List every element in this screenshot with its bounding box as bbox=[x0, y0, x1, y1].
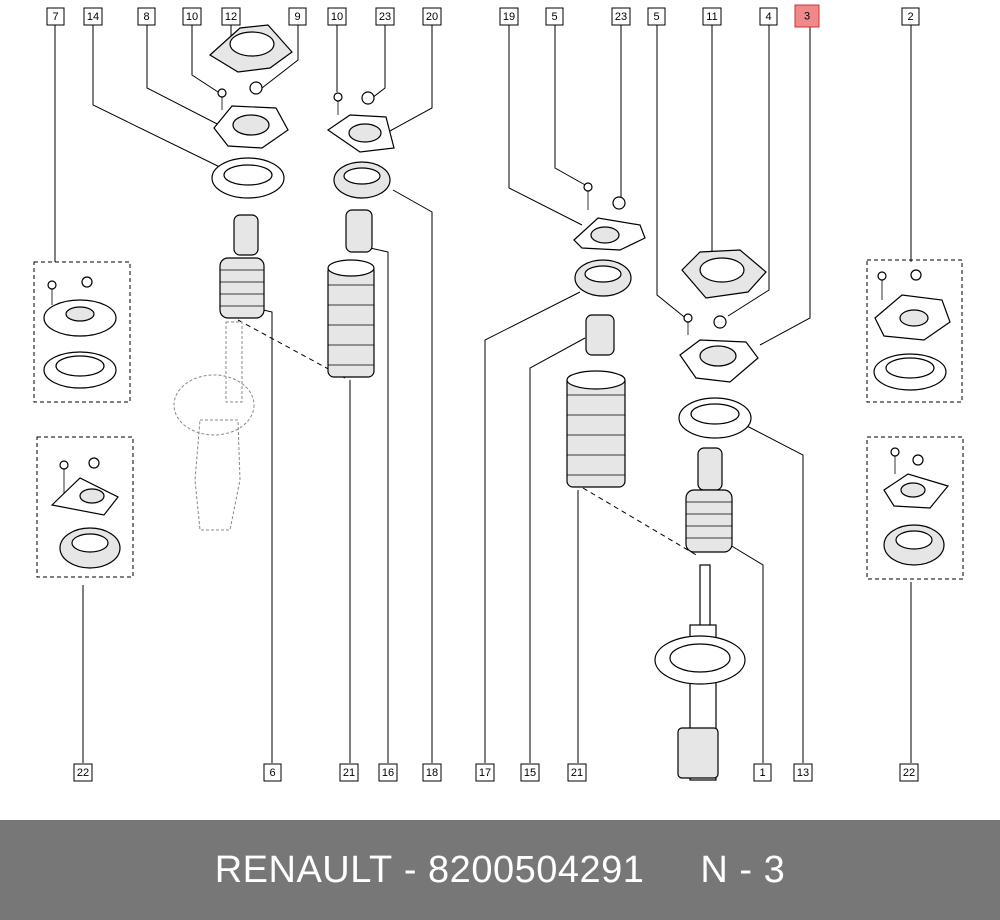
svg-text:10: 10 bbox=[186, 11, 198, 23]
right-variant-group-top bbox=[866, 259, 963, 403]
callout-21[interactable]: 21 bbox=[339, 763, 359, 782]
position-prefix: N bbox=[700, 848, 729, 891]
svg-text:2: 2 bbox=[907, 11, 913, 23]
callouts-bottom: 22 6 21 16 18 17 15 21 1 13 22 bbox=[73, 763, 919, 782]
svg-text:12: 12 bbox=[225, 11, 237, 23]
left-variant-group-bottom bbox=[36, 436, 134, 578]
callout-23b[interactable]: 23 bbox=[611, 7, 631, 26]
svg-text:18: 18 bbox=[426, 767, 438, 779]
callout-19[interactable]: 19 bbox=[499, 7, 519, 26]
callout-20[interactable]: 20 bbox=[422, 7, 442, 26]
brand-name: RENAULT bbox=[214, 848, 393, 891]
svg-text:20: 20 bbox=[426, 11, 438, 23]
right-mid-parts bbox=[566, 182, 646, 488]
callout-8[interactable]: 8 bbox=[137, 7, 156, 26]
svg-text:22: 22 bbox=[903, 767, 915, 779]
right-strut-assembly bbox=[654, 249, 767, 781]
callout-12[interactable]: 12 bbox=[221, 7, 241, 26]
callout-3-highlighted[interactable]: 3 bbox=[794, 4, 820, 28]
svg-text:9: 9 bbox=[294, 11, 300, 23]
callout-6[interactable]: 6 bbox=[263, 763, 282, 782]
callout-14[interactable]: 14 bbox=[83, 7, 103, 26]
svg-text:21: 21 bbox=[571, 767, 583, 779]
callout-23[interactable]: 23 bbox=[375, 7, 395, 26]
callout-21b[interactable]: 21 bbox=[567, 763, 587, 782]
callout-22[interactable]: 22 bbox=[73, 763, 93, 782]
svg-text:1: 1 bbox=[759, 767, 765, 779]
parts-diagram: 7 14 8 10 12 9 10 23 20 19 5 23 5 11 4 3… bbox=[33, 4, 964, 782]
svg-text:11: 11 bbox=[706, 11, 717, 23]
callout-10[interactable]: 10 bbox=[182, 7, 202, 26]
svg-text:22: 22 bbox=[77, 767, 89, 779]
part-info-footer: RENAULT - 8200504291 N - 3 bbox=[0, 820, 1000, 920]
svg-text:8: 8 bbox=[143, 11, 149, 23]
svg-text:3: 3 bbox=[804, 11, 810, 23]
leader-lines bbox=[54, 25, 912, 763]
separator: - bbox=[403, 848, 417, 891]
callout-13[interactable]: 13 bbox=[793, 763, 813, 782]
callout-1[interactable]: 1 bbox=[753, 763, 772, 782]
left-strut-assembly bbox=[173, 24, 293, 531]
svg-text:19: 19 bbox=[503, 11, 515, 23]
svg-text:17: 17 bbox=[479, 767, 491, 779]
svg-text:5: 5 bbox=[653, 11, 659, 23]
svg-text:13: 13 bbox=[797, 767, 809, 779]
callout-7[interactable]: 7 bbox=[46, 7, 65, 26]
callout-5[interactable]: 5 bbox=[545, 7, 564, 26]
part-number: 8200504291 bbox=[428, 848, 645, 891]
callout-18[interactable]: 18 bbox=[422, 763, 442, 782]
separator: - bbox=[739, 848, 753, 891]
callouts-top: 7 14 8 10 12 9 10 23 20 19 5 23 5 11 4 3… bbox=[46, 4, 920, 28]
left-variant-group-top bbox=[33, 261, 131, 403]
svg-text:16: 16 bbox=[382, 767, 394, 779]
svg-text:6: 6 bbox=[269, 767, 275, 779]
svg-text:21: 21 bbox=[343, 767, 355, 779]
left-mid-parts bbox=[326, 91, 395, 378]
svg-text:14: 14 bbox=[87, 11, 99, 23]
svg-text:7: 7 bbox=[52, 11, 58, 23]
callout-5b[interactable]: 5 bbox=[647, 7, 666, 26]
callout-2[interactable]: 2 bbox=[901, 7, 920, 26]
svg-text:10: 10 bbox=[331, 11, 343, 23]
right-variant-group-bottom bbox=[866, 436, 964, 580]
callout-9[interactable]: 9 bbox=[288, 7, 307, 26]
svg-text:23: 23 bbox=[379, 11, 391, 23]
svg-text:5: 5 bbox=[551, 11, 557, 23]
callout-15[interactable]: 15 bbox=[520, 763, 540, 782]
callout-16[interactable]: 16 bbox=[378, 763, 398, 782]
callout-17[interactable]: 17 bbox=[475, 763, 495, 782]
callout-11[interactable]: 11 bbox=[702, 7, 722, 26]
callout-22b[interactable]: 22 bbox=[899, 763, 919, 782]
svg-text:15: 15 bbox=[524, 767, 536, 779]
svg-text:4: 4 bbox=[765, 11, 771, 23]
position-number: 3 bbox=[763, 848, 786, 891]
callout-10b[interactable]: 10 bbox=[327, 7, 347, 26]
callout-4[interactable]: 4 bbox=[759, 7, 778, 26]
svg-text:23: 23 bbox=[615, 11, 627, 23]
